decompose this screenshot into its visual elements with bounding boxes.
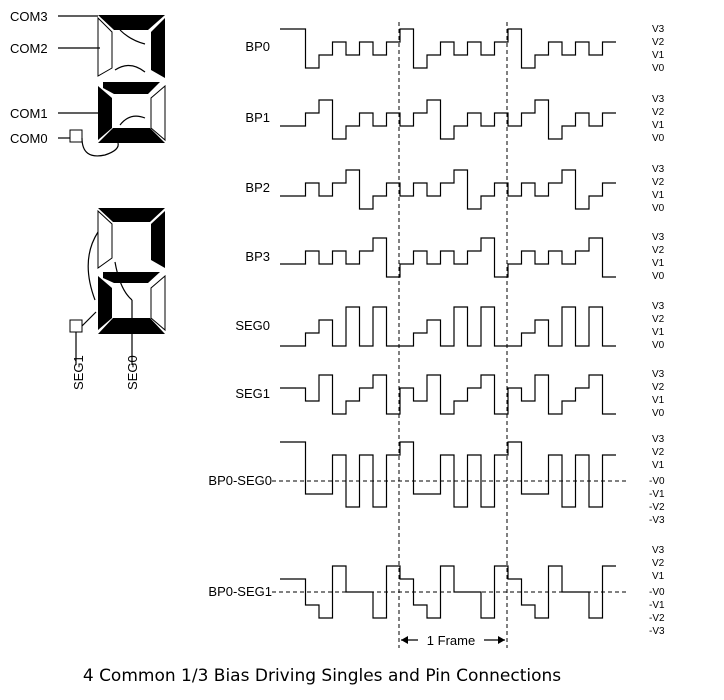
svg-text:V2: V2 <box>652 245 665 256</box>
common-wire <box>119 115 146 126</box>
svg-text:V1: V1 <box>652 190 665 201</box>
segment-g <box>103 82 160 94</box>
svg-text:V0: V0 <box>652 63 665 74</box>
svg-text:-V1: -V1 <box>649 489 665 500</box>
svg-text:V1: V1 <box>652 571 665 582</box>
signal-label-bp0-seg0: BP0-SEG0 <box>208 473 272 488</box>
svg-text:V3: V3 <box>652 545 665 556</box>
label-seg0: SEG0 <box>125 355 140 390</box>
svg-text:V2: V2 <box>652 558 665 569</box>
segment-wire <box>114 261 133 301</box>
svg-text:V1: V1 <box>652 50 665 61</box>
segment-a <box>98 15 165 30</box>
segment-f <box>97 209 113 269</box>
level-legend-bp3: V3 V2 V1 V0 <box>652 232 665 282</box>
svg-text:V2: V2 <box>652 107 665 118</box>
figure-caption: 4 Common 1/3 Bias Driving Singles and Pi… <box>82 666 562 686</box>
level-legend-bp0-seg1: V3 V2 V1 -V0 -V1 -V2 -V3 <box>649 545 665 637</box>
svg-text:V0: V0 <box>652 271 665 282</box>
svg-text:V2: V2 <box>652 314 665 325</box>
svg-text:V1: V1 <box>652 460 665 471</box>
label-com2: COM2 <box>10 41 48 56</box>
signal-label-seg0: SEG0 <box>235 318 270 333</box>
svg-text:V2: V2 <box>652 37 665 48</box>
svg-text:-V1: -V1 <box>649 600 665 611</box>
segment-c <box>150 274 166 332</box>
level-legend-seg0: V3 V2 V1 V0 <box>652 301 665 351</box>
svg-text:V3: V3 <box>652 434 665 445</box>
svg-text:V0: V0 <box>652 203 665 214</box>
svg-text:V2: V2 <box>652 447 665 458</box>
digit-segment-view <box>87 208 166 334</box>
svg-text:V0: V0 <box>652 408 665 419</box>
svg-text:V0: V0 <box>652 340 665 351</box>
frame-dimension: 1 Frame <box>401 633 505 648</box>
label-seg1: SEG1 <box>71 355 86 390</box>
label-com1: COM1 <box>10 106 48 121</box>
label-com0: COM0 <box>10 131 48 146</box>
waveform-bp0 <box>280 28 616 69</box>
seg1-wire <box>81 311 97 327</box>
level-legend-bp0: V3 V2 V1 V0 <box>652 24 665 74</box>
segment-d <box>98 128 165 143</box>
svg-text:V3: V3 <box>652 24 665 35</box>
digit-backplane-view <box>97 15 166 143</box>
arrowhead-right-icon <box>498 636 505 644</box>
svg-text:V2: V2 <box>652 382 665 393</box>
svg-text:-V3: -V3 <box>649 626 665 637</box>
signal-label-seg1: SEG1 <box>235 386 270 401</box>
svg-text:V1: V1 <box>652 395 665 406</box>
svg-text:-V3: -V3 <box>649 515 665 526</box>
level-legend-bp2: V3 V2 V1 V0 <box>652 164 665 214</box>
signal-label-bp0-seg1: BP0-SEG1 <box>208 584 272 599</box>
waveform-bp0-seg1 <box>280 565 616 619</box>
com0-wire <box>81 137 119 157</box>
svg-text:V0: V0 <box>652 133 665 144</box>
seg1-pin <box>69 319 83 333</box>
svg-text:V3: V3 <box>652 301 665 312</box>
signal-label-bp0: BP0 <box>245 39 270 54</box>
signal-label-bp3: BP3 <box>245 249 270 264</box>
waveform-bp0-seg0 <box>280 441 616 508</box>
waveform-seg1 <box>280 374 616 415</box>
segment-g <box>103 272 160 283</box>
com0-pin <box>69 129 83 143</box>
svg-text:V2: V2 <box>652 177 665 188</box>
svg-text:V3: V3 <box>652 369 665 380</box>
waveform-bp1 <box>280 99 616 140</box>
level-legend-bp1: V3 V2 V1 V0 <box>652 94 665 144</box>
common-wire <box>114 64 146 73</box>
svg-text:-V0: -V0 <box>649 587 665 598</box>
label-com3: COM3 <box>10 9 48 24</box>
segment-e <box>98 276 112 330</box>
segment-e <box>98 86 112 140</box>
segment-wire <box>87 231 99 301</box>
arrowhead-left-icon <box>401 636 408 644</box>
waveform-bp3 <box>280 237 616 278</box>
waveform-seg0 <box>280 306 616 347</box>
svg-text:-V2: -V2 <box>649 502 665 513</box>
svg-text:V1: V1 <box>652 258 665 269</box>
svg-text:V3: V3 <box>652 232 665 243</box>
svg-text:V1: V1 <box>652 327 665 338</box>
level-legend-seg1: V3 V2 V1 V0 <box>652 369 665 419</box>
signal-label-bp2: BP2 <box>245 180 270 195</box>
segment-c <box>150 84 166 142</box>
segment-a <box>98 208 165 222</box>
svg-text:-V0: -V0 <box>649 476 665 487</box>
signal-label-bp1: BP1 <box>245 110 270 125</box>
segment-f <box>97 16 113 77</box>
level-legend-bp0-seg0: V3 V2 V1 -V0 -V1 -V2 -V3 <box>649 434 665 526</box>
segment-b <box>151 211 165 268</box>
svg-text:V1: V1 <box>652 120 665 131</box>
waveform-bp2 <box>280 169 616 210</box>
svg-text:V3: V3 <box>652 164 665 175</box>
segment-b <box>151 18 165 78</box>
common-wire <box>119 29 146 45</box>
svg-text:-V2: -V2 <box>649 613 665 624</box>
frame-label: 1 Frame <box>427 633 475 648</box>
svg-text:V3: V3 <box>652 94 665 105</box>
